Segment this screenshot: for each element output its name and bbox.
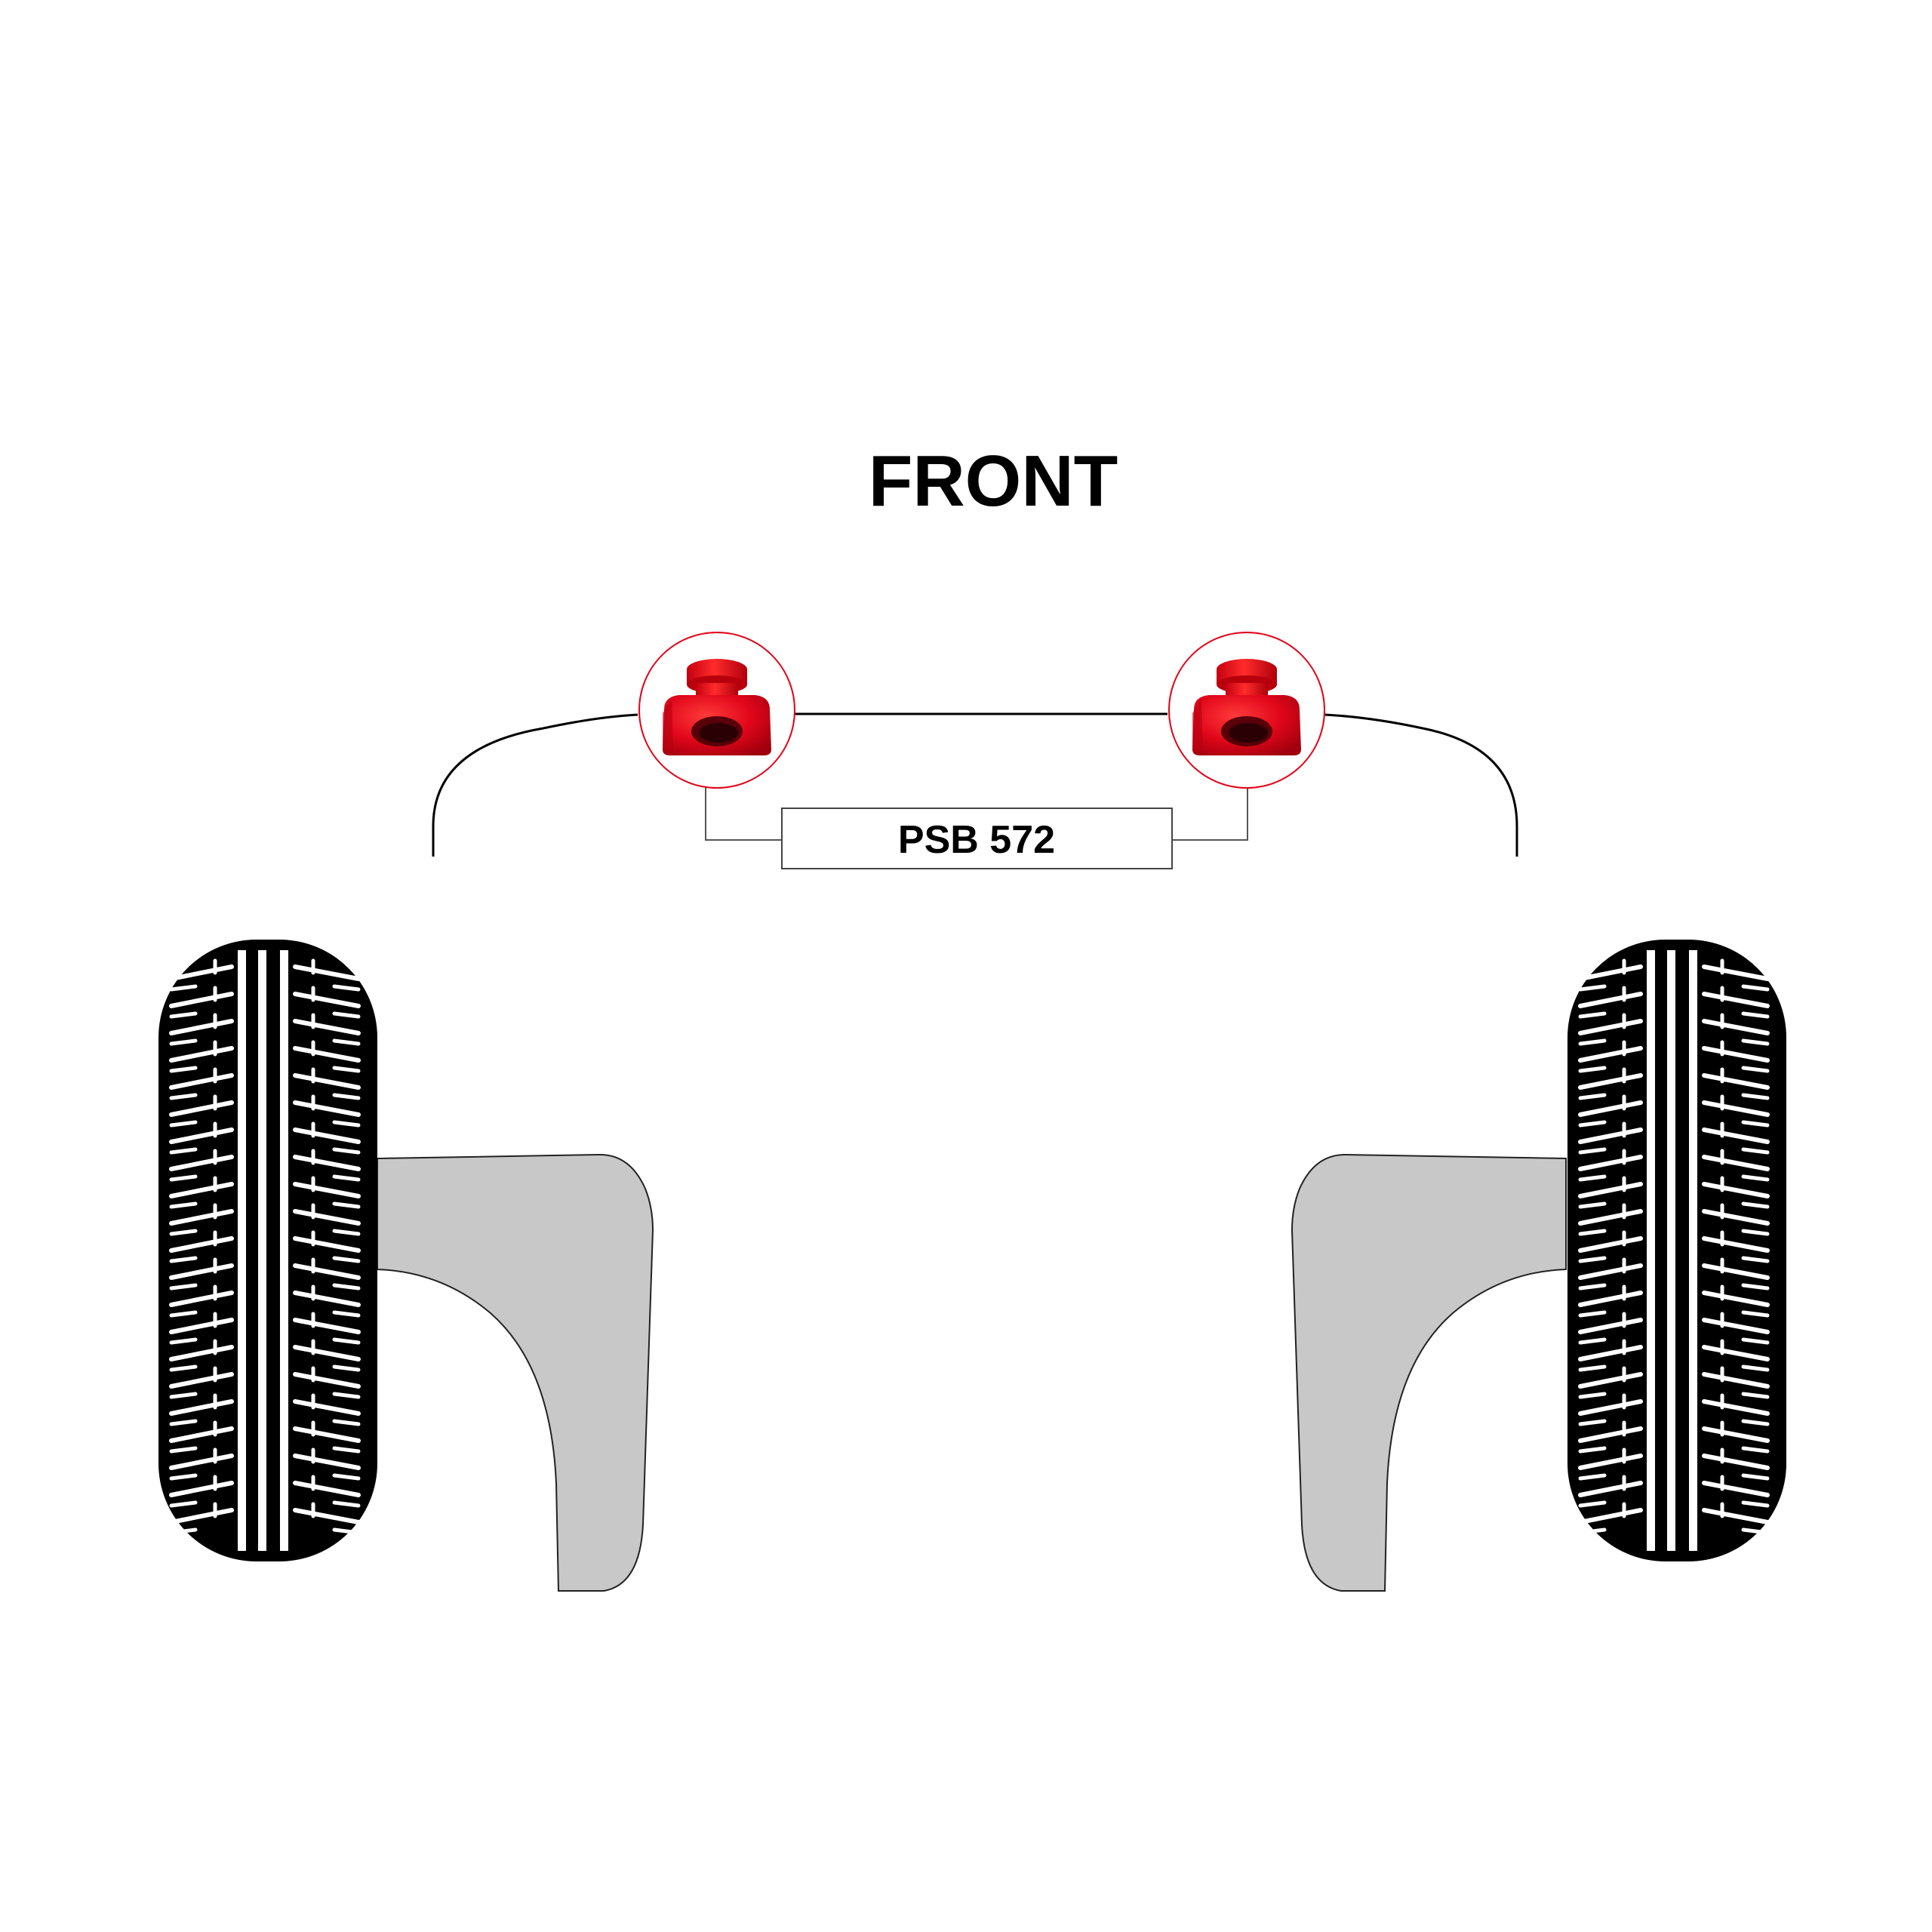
part-label: PSB 572 (781, 808, 1173, 869)
wheel-hub-icon (377, 1153, 654, 1592)
tire-icon (1567, 940, 1786, 1561)
tire-icon (158, 940, 377, 1561)
bushing-callout-left (638, 632, 795, 789)
bushing-callout-right (1168, 632, 1325, 789)
anti-roll-bar (432, 712, 1518, 857)
callout-leader-lines (705, 786, 1248, 841)
page-title: FRONT (869, 441, 1118, 521)
wheel-hub-icon (1291, 1153, 1567, 1592)
part-number: PSB 572 (898, 818, 1055, 862)
